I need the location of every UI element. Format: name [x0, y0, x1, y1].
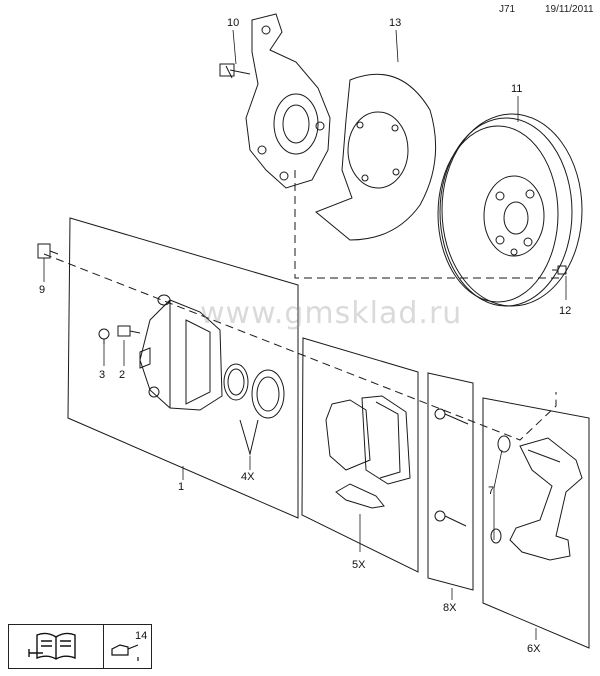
callout-2: 2: [119, 369, 126, 381]
callout-7: 7: [488, 485, 495, 497]
manual-book-wrench-icon: [9, 625, 104, 668]
assembly-dashed-line-vertical: [294, 170, 560, 279]
brake-pads: [325, 395, 411, 509]
brake-caliper: [139, 294, 223, 411]
frame-caliper-group: [67, 217, 299, 519]
leader-lines: [43, 29, 567, 640]
callout-3: 3: [99, 369, 106, 381]
piston-seals: [223, 363, 285, 456]
bushings: [490, 435, 511, 544]
frame-bracket-group: [482, 397, 590, 649]
callout-13: 13: [389, 17, 402, 29]
bleeder-cap-3: [98, 328, 110, 344]
callout-14: 14: [135, 630, 148, 642]
brake-disc: [437, 113, 583, 307]
callout-12: 12: [559, 305, 572, 317]
legend-box: 14: [8, 624, 152, 669]
splash-shield: [315, 73, 437, 241]
callout-4x: 4X: [241, 471, 255, 483]
oil-can-icon: [104, 625, 151, 668]
callout-1: 1: [178, 481, 185, 493]
callout-11: 11: [511, 83, 523, 95]
assembly-dashed-line: [43, 253, 557, 441]
watermark: www.gmsklad.ru: [200, 296, 463, 331]
guide-bolts: [434, 408, 469, 527]
callout-9: 9: [39, 284, 46, 296]
steering-knuckle: [219, 13, 331, 189]
frame-bolts-group: [427, 372, 474, 591]
callout-5x: 5X: [352, 559, 366, 571]
screw-12: [552, 265, 567, 275]
callout-6x: 6X: [527, 643, 541, 655]
page-code: J71: [499, 4, 516, 15]
page-date: 19/11/2011: [545, 4, 594, 15]
bleeder-screw-2: [117, 325, 141, 337]
callout-8x: 8X: [443, 602, 457, 614]
caliper-bracket: [509, 437, 583, 561]
frame-pads-group: [301, 337, 419, 573]
callout-10: 10: [227, 17, 240, 29]
